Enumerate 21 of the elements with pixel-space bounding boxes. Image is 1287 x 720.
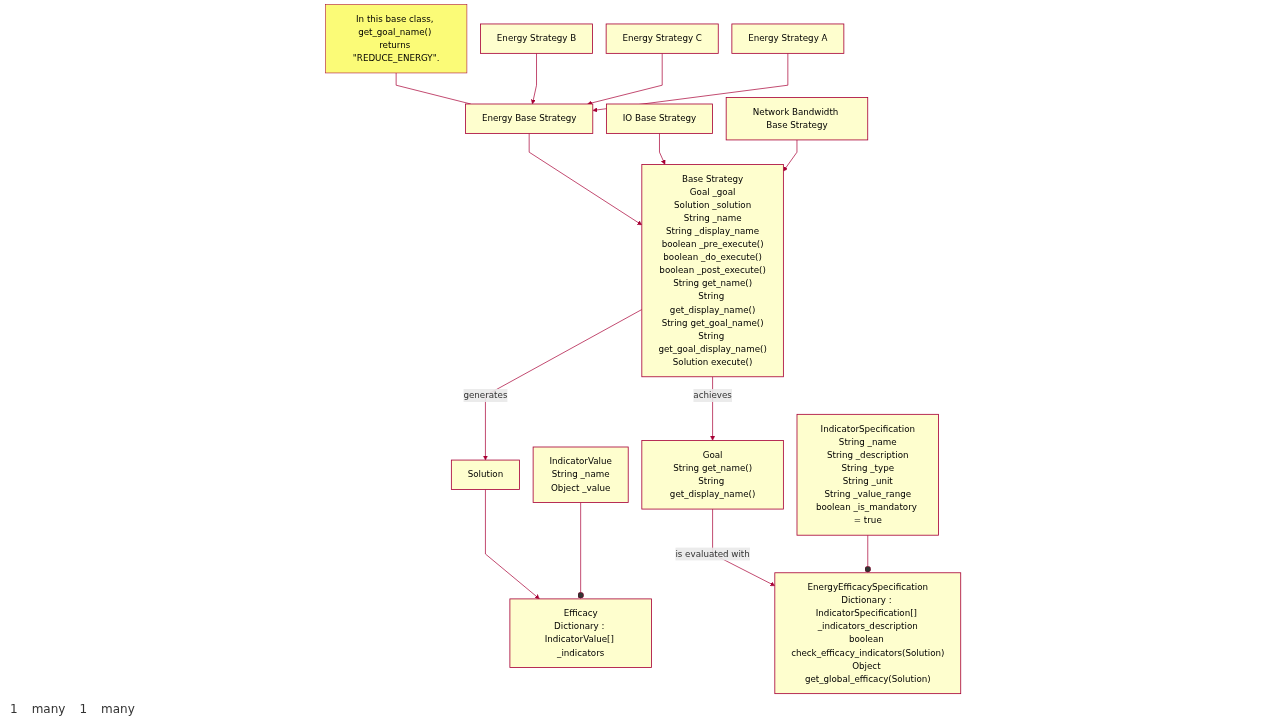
node-box: In this base class, get_goal_name() returns "REDUCE_ENERGY". <box>325 4 468 74</box>
multiplicity-label: 1 <box>79 702 88 716</box>
edge-label: is evaluated with <box>675 548 751 559</box>
node-box: Efficacy Dictionary : IndicatorValue[] _indicators <box>509 598 653 668</box>
node-box: IndicatorSpecification String _name String _description String _type String _unit String _value_range boolean _is_mandatory = true <box>797 413 940 536</box>
multiplicity-label: 1 <box>10 702 18 716</box>
node-box: IO Base Strategy <box>606 103 714 134</box>
node-box: Energy Strategy B <box>480 23 594 54</box>
node-box: Energy Base Strategy <box>465 103 594 134</box>
node-box: Energy Strategy A <box>731 23 845 54</box>
edge-label: generates <box>463 390 508 401</box>
node-box: Network Bandwidth Base Strategy <box>726 97 869 141</box>
edge-label: achieves <box>693 390 733 401</box>
node-box: IndicatorValue String _name Object _value <box>533 446 630 503</box>
multiplicity-label: many <box>31 702 66 716</box>
node-box: EnergyEfficacySpecification Dictionary : IndicatorSpecification[] _indicators_description boolean check_efficacy_indicators(Solution) Object get_global_efficacy(Solution) <box>774 572 962 695</box>
node-box: Energy Strategy C <box>606 23 720 54</box>
node-box: Solution <box>451 459 521 490</box>
node-box: Goal String get_name() String get_display_name() <box>641 440 785 510</box>
node-box: Base Strategy Goal _goal Solution _solution String _name String _display_name boolean _pre_execute() boolean _do_execute() boolean _post_execute() String get_name() String get_display_name() String get_goal_name() String get_goal_display_name() Solution execute() <box>641 164 785 378</box>
multiplicity-label: many <box>101 702 135 716</box>
